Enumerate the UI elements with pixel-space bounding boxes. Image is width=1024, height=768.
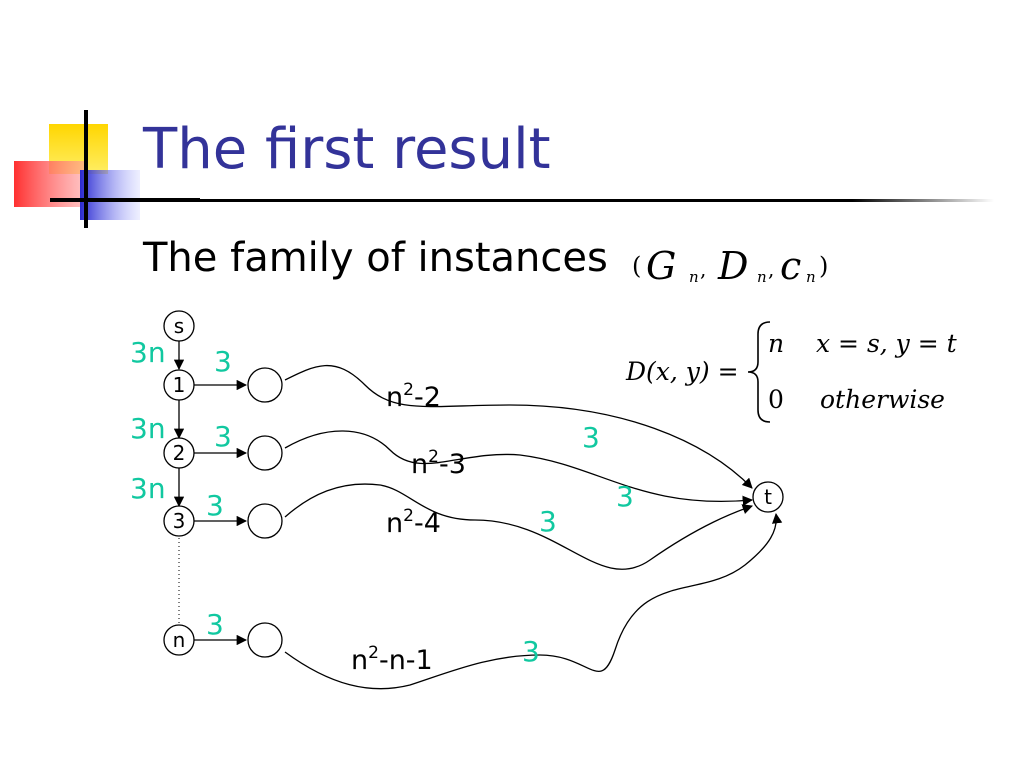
node-1 [163, 369, 195, 401]
cap-3-a3: 3 [206, 489, 224, 522]
cap-sink-1: 3 [582, 421, 600, 454]
node-an [247, 622, 283, 658]
instance-tuple: ( G n , D n , c n ) [632, 244, 828, 288]
cap-path-1: n2-2 [386, 380, 441, 413]
node-3 [163, 505, 195, 537]
cap-2-a2: 3 [214, 420, 232, 453]
formula-case2-condition: otherwise [820, 385, 945, 414]
page-title: The first result [143, 117, 551, 182]
cap-1-a1: 3 [214, 345, 232, 378]
cap-path-3: n2-4 [386, 506, 441, 539]
path-a1-t [284, 364, 753, 489]
path-a3-t [284, 483, 753, 570]
svg-text:(: ( [632, 252, 641, 280]
node-n [163, 624, 195, 656]
node-a1 [247, 367, 283, 403]
node-s [163, 310, 195, 342]
node-n-label: n [173, 628, 186, 652]
tuple-G-sub: n [689, 268, 699, 286]
tuple-G: G [646, 244, 676, 288]
tuple-c-sub: n [806, 268, 816, 286]
slide-logo [14, 110, 200, 228]
formula-lhs: D(x, y) = [625, 357, 739, 386]
formula-brace [747, 321, 771, 423]
node-2-label: 2 [173, 441, 186, 465]
node-t [752, 481, 784, 513]
path-an-t [284, 512, 783, 690]
cap-1-2: 3n [130, 412, 166, 445]
tuple-D-sub: n [757, 268, 767, 286]
logo-blue-square [80, 170, 140, 220]
cap-sink-2: 3 [616, 480, 634, 513]
svg-text:,: , [700, 257, 706, 281]
svg-text:,: , [768, 257, 774, 281]
node-2 [163, 437, 195, 469]
path-a2-t [284, 430, 754, 507]
demand-formula: D(x, y) = n x = s, y = t 0 otherwise [625, 321, 958, 423]
formula-case2-value: 0 [768, 385, 784, 414]
slide-subtitle: The family of instances [143, 235, 608, 281]
title-divider [50, 199, 994, 202]
cap-2-3: 3n [130, 472, 166, 505]
node-t-label: t [764, 485, 772, 509]
logo-vertical-bar [84, 110, 88, 228]
formula-case1-condition: x = s, y = t [816, 329, 958, 358]
svg-text:): ) [819, 252, 828, 280]
tuple-c: c [780, 244, 801, 288]
node-a2 [247, 435, 283, 471]
node-a3 [247, 503, 283, 539]
cap-sink-n: 3 [522, 635, 540, 668]
node-1-label: 1 [173, 373, 186, 397]
cap-sink-3: 3 [539, 505, 557, 538]
cap-path-n: n2-n-1 [351, 643, 433, 676]
node-3-label: 3 [173, 509, 186, 533]
cap-n-an: 3 [206, 608, 224, 641]
formula-case1-value: n [768, 329, 784, 358]
cap-s-1: 3n [130, 336, 166, 369]
node-s-label: s [174, 314, 184, 338]
cap-path-2: n2-3 [411, 447, 466, 480]
tuple-D: D [717, 244, 748, 288]
